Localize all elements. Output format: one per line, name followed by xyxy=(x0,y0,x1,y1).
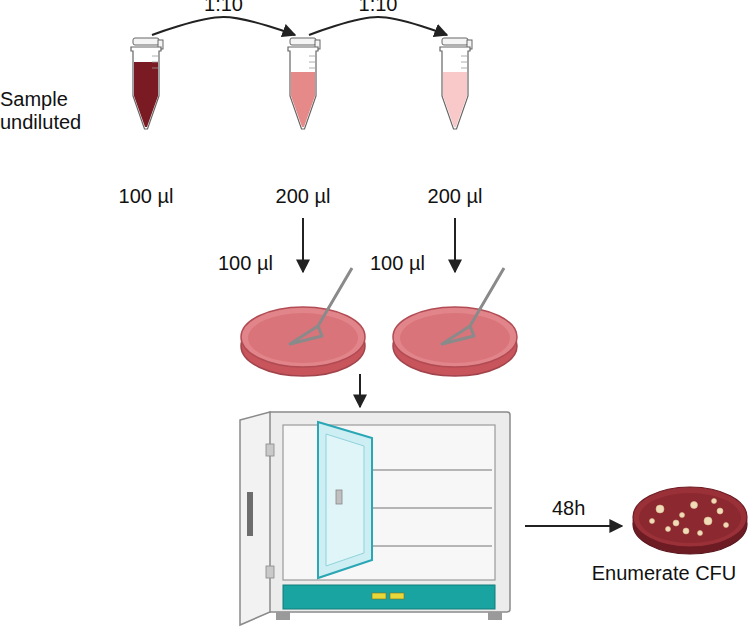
flow-arrow xyxy=(359,374,361,407)
dilution-ratio: 1:10 xyxy=(338,0,418,16)
sample-tube: 200 µl xyxy=(285,38,321,130)
volume-label: Enumerate CFU xyxy=(580,562,748,585)
volume-label: 100 µl xyxy=(370,252,425,275)
dilution-ratio: 1:10 xyxy=(184,0,264,16)
microtube xyxy=(128,38,164,130)
dilution-arrow xyxy=(309,17,447,35)
result-plate: Enumerate CFU xyxy=(632,484,748,556)
microtube xyxy=(437,38,473,130)
time-label: 48h xyxy=(552,497,585,520)
volume-label: 100 µl xyxy=(218,252,273,275)
cell-spreader xyxy=(442,268,504,344)
colony-plate xyxy=(632,484,748,556)
volume-label: 200 µl xyxy=(263,185,343,208)
volume-label: 200 µl xyxy=(415,185,495,208)
microtube xyxy=(285,38,321,130)
sample-label: Sample undiluted xyxy=(0,88,108,134)
sample-tube: Sample undiluted100 µl xyxy=(128,38,164,130)
transfer-arrow xyxy=(454,218,456,272)
incubator xyxy=(240,412,510,625)
flow-arrow xyxy=(525,525,622,527)
transfer-arrow xyxy=(302,218,304,272)
volume-label: 100 µl xyxy=(106,185,186,208)
dilution-arrow xyxy=(152,17,295,35)
cell-spreader xyxy=(290,268,352,344)
sample-tube: 200 µl xyxy=(437,38,473,130)
